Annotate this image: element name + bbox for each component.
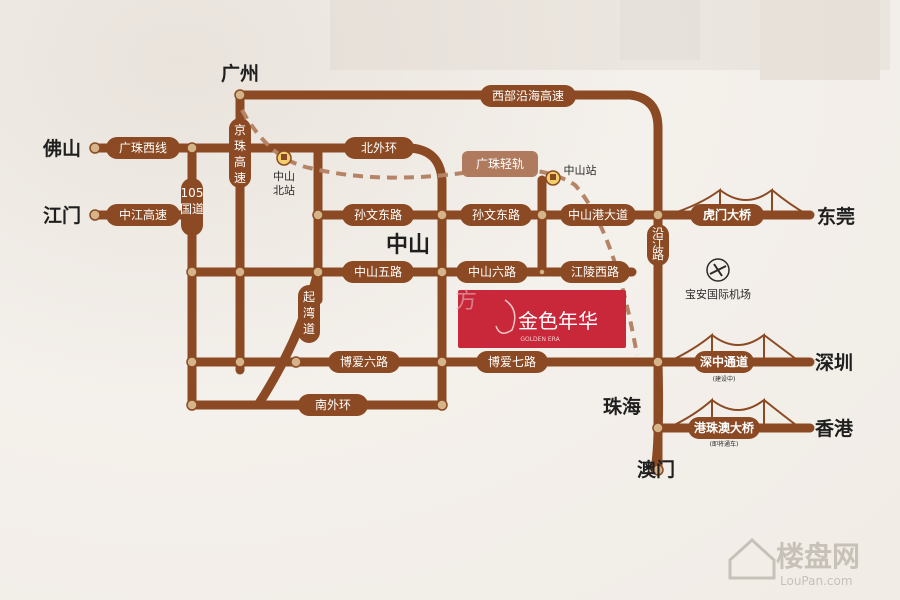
label-qiwan-1: 起 [303,290,315,304]
house-icon [728,537,776,580]
label-beiwaihuan: 北外环 [361,141,397,155]
label-airport: 宝安国际机场 [685,287,751,301]
background-sketch [330,0,890,80]
bridge-shenzhong: 深中通道 (建设中) [667,332,801,383]
city-foshan: 佛山 [42,137,81,160]
pill-sunwen-1: 孙文东路 [342,204,414,226]
label-jingzhu-3: 高 [234,154,246,169]
label-hzm: 港珠澳大桥 [694,420,755,435]
label-guangzhu-west: 广珠西线 [119,141,167,155]
label-zhongshan6: 中山六路 [468,264,516,279]
airport: 宝安国际机场 [685,258,751,301]
label-sunwen-1: 孙文东路 [354,207,402,222]
pill-zhongshangang: 中山港大道 [560,204,636,226]
train-icon [550,174,556,180]
road-network [90,90,815,475]
city-guangzhou: 广州 [221,62,259,85]
pill-nanwaihuan: 南外环 [298,394,368,416]
city-labels: 广州 佛山 江门 中山 东莞 深圳 珠海 香港 澳门 [42,62,855,481]
label-hzm-note: (即将通车) [710,440,739,448]
station-zhongshan-north: 中山 北站 [273,150,295,197]
label-g105-text: 国道 [180,202,204,216]
city-jiangmen: 江门 [43,204,81,227]
label-guangzhu-rail: 广珠轻轨 [476,157,524,171]
violin-icon [495,299,516,334]
pill-zhongjiang: 中江高速 [106,204,180,226]
label-jingzhu-1: 京 [234,123,246,137]
train-icon [281,154,287,160]
label-sunwen-2: 孙文东路 [472,207,520,222]
pill-beiwaihuan: 北外环 [344,137,414,159]
label-shenzhong-note: (建设中) [713,375,736,383]
label-boai6: 博爱六路 [340,354,388,369]
pill-jiangling: 江陵西路 [560,261,630,283]
pill-zhongshan5: 中山五路 [342,261,414,283]
label-g105-number: 105 [181,186,204,200]
label-jiangling: 江陵西路 [571,264,619,279]
pill-jingzhu: 京 珠 高 速 [229,118,251,188]
watermark-logo: 楼盘网 LouPan.com [728,537,860,588]
project-card: 金色年华 GOLDEN ERA [458,290,626,348]
project-subtitle: GOLDEN ERA [520,336,560,343]
label-zhongshan-north-1: 中山 [273,170,295,183]
label-zhongshangang: 中山港大道 [568,207,628,222]
pill-guangzhu-rail: 广珠轻轨 [462,151,538,177]
city-shenzhen: 深圳 [815,351,853,374]
city-macau: 澳门 [637,458,675,481]
watermark-url: LouPan.com [780,574,853,588]
label-qiwan-2: 湾 [303,305,315,320]
bridge-humen: 虎门大桥 [667,187,809,226]
city-zhuhai: 珠海 [603,395,641,418]
label-humen-bridge: 虎门大桥 [703,207,752,222]
label-zhongshan-north-2: 北站 [273,183,295,197]
label-zhongshan5: 中山五路 [354,264,402,279]
pill-g105: 105 国道 [180,178,204,236]
label-yanjiang-1: 沿 [652,226,664,240]
label-boai7: 博爱七路 [488,354,536,369]
label-shenzhong: 深中通道 [700,354,748,369]
pill-guangzhu-west: 广珠西线 [106,137,180,159]
label-nanwaihuan: 南外环 [315,397,351,412]
pill-sunwen-2: 孙文东路 [460,204,532,226]
project-name: 金色年华 [518,309,598,333]
label-yanjiang-3: 路 [652,247,664,262]
watermark-mid: 方 [455,289,477,314]
label-zhongjiang: 中江高速 [119,207,167,222]
pill-boai7: 博爱七路 [476,351,548,373]
watermark-brand: 楼盘网 [776,540,860,573]
pill-boai6: 博爱六路 [328,351,400,373]
label-zhongshan-station: 中山站 [564,163,597,177]
station-zhongshan: 中山站 [545,163,597,186]
pill-zhongshan6: 中山六路 [456,261,528,283]
label-qiwan-3: 道 [303,322,315,336]
pill-qiwan: 起 湾 道 [298,285,320,343]
label-jingzhu-2: 珠 [234,139,246,153]
city-hongkong: 香港 [814,418,854,440]
bridge-hzm: 港珠澳大桥 (即将通车) [667,397,801,448]
label-western-coastal: 西部沿海高速 [492,88,564,103]
airplane-icon [709,263,727,277]
pill-yanjiang: 沿 江 路 [647,224,669,266]
city-zhongshan: 中山 [386,233,430,258]
city-dongguan: 东莞 [817,205,855,228]
label-yanjiang-2: 江 [652,237,664,251]
pill-western-coastal: 西部沿海高速 [480,85,576,107]
label-jingzhu-4: 速 [234,171,246,185]
